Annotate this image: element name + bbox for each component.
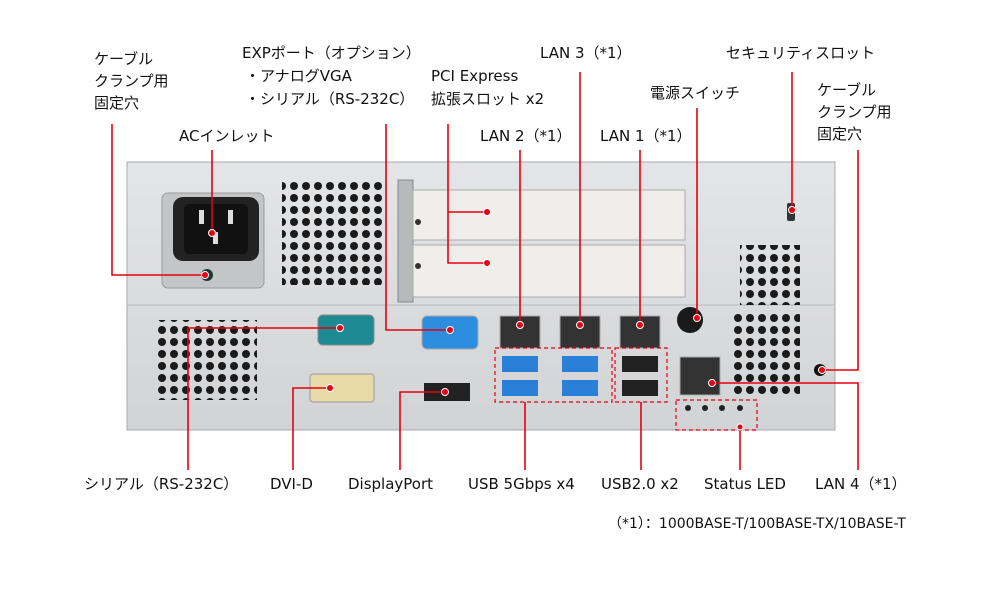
vent-right-upper <box>740 245 800 305</box>
label-cable-clamp-right-3: 固定穴 <box>817 125 862 143</box>
serial-port <box>317 314 375 346</box>
label-lan3: LAN 3（*1） <box>540 44 632 62</box>
vent-lower-left <box>157 320 257 400</box>
label-exp-port-1: EXPポート（オプション） <box>242 44 421 62</box>
vent-upper <box>282 180 382 285</box>
usb2-group-box <box>614 347 668 403</box>
label-pci-express-2: 拡張スロット x2 <box>431 90 544 108</box>
label-lan1: LAN 1（*1） <box>600 127 692 145</box>
label-cable-clamp-left-2: クランプ用 <box>94 72 169 90</box>
label-ac-inlet: ACインレット <box>179 127 274 145</box>
label-pci-express-1: PCI Express <box>431 67 518 85</box>
label-status-led: Status LED <box>704 475 786 493</box>
status-leds <box>685 405 743 411</box>
footnote: （*1）：1000BASE-T/100BASE-TX/10BASE-T <box>608 516 906 532</box>
label-exp-port-3: ・シリアル（RS-232C） <box>245 90 414 108</box>
label-displayport: DisplayPort <box>348 475 433 493</box>
label-cable-clamp-right-2: クランプ用 <box>817 103 892 121</box>
leader-lines <box>111 72 859 470</box>
chassis-rear-panel <box>126 161 836 431</box>
label-dvi-d: DVI-D <box>270 475 313 493</box>
usb-5gbps-group-box <box>494 347 613 403</box>
usb-5gbps-ports <box>502 356 598 396</box>
usb2-ports <box>622 356 658 396</box>
label-usb2: USB2.0 x2 <box>601 475 679 493</box>
label-cable-clamp-right-1: ケーブル <box>817 81 876 99</box>
label-lan4: LAN 4（*1） <box>815 475 907 493</box>
label-exp-port-2: ・アナログVGA <box>245 67 353 85</box>
label-power-switch: 電源スイッチ <box>650 84 740 102</box>
label-security-slot: セキュリティスロット <box>726 44 875 62</box>
label-usb5g: USB 5Gbps x4 <box>468 475 575 493</box>
status-led-group-box <box>675 399 758 431</box>
label-serial: シリアル（RS-232C） <box>84 475 238 493</box>
label-cable-clamp-left-1: ケーブル <box>94 50 153 68</box>
vent-right-lower <box>732 310 800 395</box>
label-lan2: LAN 2（*1） <box>480 127 572 145</box>
label-cable-clamp-left-3: 固定穴 <box>94 94 139 112</box>
